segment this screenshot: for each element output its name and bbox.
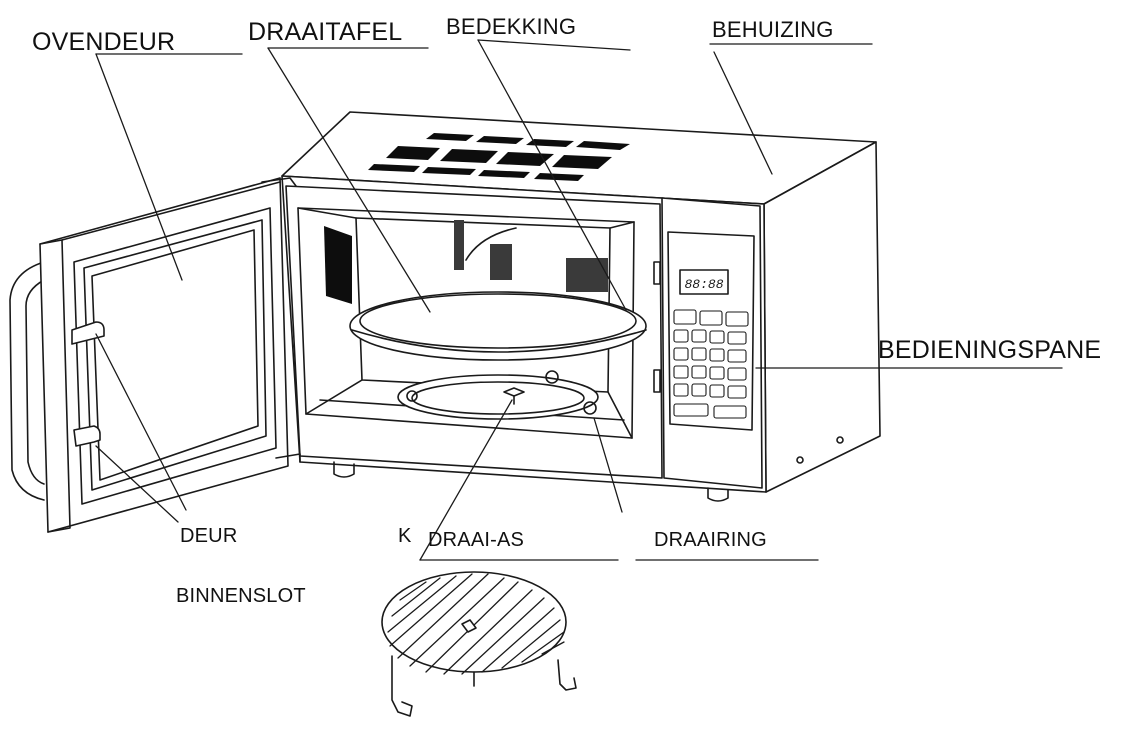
leader-lines (95, 39, 1063, 561)
label-binnenslot: BINNENSLOT (176, 585, 306, 607)
label-bedekking: BEDEKKING (446, 14, 577, 39)
label-ovendeur: OVENDEUR (32, 28, 176, 56)
label-draairing: DRAAIRING (654, 529, 767, 551)
label-draai-as: DRAAI-AS (428, 529, 525, 551)
roller-ring (397, 370, 599, 420)
label-deur: DEUR (180, 525, 238, 547)
top-vents (368, 133, 630, 181)
oven-feet (333, 461, 729, 502)
control-panel (653, 197, 763, 489)
label-rack-letter: K (398, 525, 412, 547)
label-bedieningspaneel: BEDIENINGSPANE (878, 336, 1102, 364)
oven-door (9, 177, 301, 533)
wire-rack (381, 571, 577, 717)
label-draaitafel: DRAAITAFEL (248, 18, 403, 46)
display-readout: 88:88 (684, 277, 723, 292)
turntable-plate (349, 291, 647, 361)
label-behuizing: BEHUIZING (712, 17, 834, 42)
